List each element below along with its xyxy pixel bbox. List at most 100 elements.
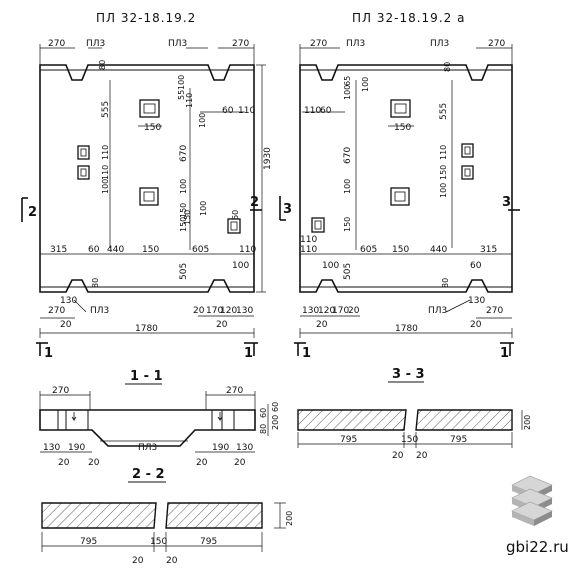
r-cut-mark-3: 3 <box>502 195 511 210</box>
s2-dim-795-right: 795 <box>200 537 217 547</box>
s1-dim-130-right: 130 <box>236 443 253 453</box>
dim-150-h-a: 150 <box>142 245 159 255</box>
r-cut-mark-1-right: 1 <box>500 346 509 361</box>
plan-left-holes <box>77 99 241 234</box>
s1-dim-200: 200 <box>271 415 280 430</box>
s3-dim-20-b: 20 <box>416 451 428 461</box>
r-dim-605: 605 <box>360 245 377 255</box>
plan-right: ПЛ 32-18.19.2 а 270 ПЛ3 ПЛ3 270 80 110 6… <box>294 11 520 361</box>
s3-dim-200: 200 <box>523 415 532 430</box>
dim-100-right-b: 100 <box>198 113 207 128</box>
r-dim-100-a: 100 <box>343 85 352 100</box>
s1-dim-270-left: 270 <box>52 386 69 396</box>
dim-120: 120 <box>220 306 237 316</box>
dim-100-left: 100 <box>101 179 110 194</box>
dim-150-h-c: 150 <box>183 210 192 225</box>
dim-670: 670 <box>179 145 189 162</box>
section-3-right-slab <box>415 409 513 431</box>
dim-270-top-left: 270 <box>48 39 65 49</box>
dim-20-bottom-b: 20 <box>193 306 205 316</box>
r-dim-100-d: 100 <box>322 261 339 271</box>
cut-mark-1-right: 1 <box>244 346 253 361</box>
r-dim-100-vb: 100 <box>439 183 448 198</box>
s3-dim-795-right: 795 <box>450 435 467 445</box>
r-dim-65: 65 <box>343 76 352 86</box>
s2-dim-795-left: 795 <box>80 537 97 547</box>
section-3-title: 3 - 3 <box>392 367 425 382</box>
dim-100-mid-a: 100 <box>179 179 188 194</box>
r-dim-80-bottom: 80 <box>441 278 450 288</box>
r-dim-170: 170 <box>332 306 349 316</box>
dim-270-bottom: 270 <box>48 306 65 316</box>
r-dim-315: 315 <box>480 245 497 255</box>
s1-dim-20-c: 20 <box>196 458 208 468</box>
r-dim-270-top-left: 270 <box>310 39 327 49</box>
r-dim-505: 505 <box>343 263 353 280</box>
dim-60-right: 60 <box>222 106 234 116</box>
s1-dim-20-d: 20 <box>234 458 246 468</box>
dim-110-right-a: 110 <box>185 93 194 108</box>
r-dim-150-a: 150 <box>439 165 448 180</box>
r-dim-20-bottom-c: 20 <box>470 320 482 330</box>
r-dim-110-h: 110 <box>300 235 317 245</box>
r-dim-20-bottom-b: 20 <box>348 306 360 316</box>
s2-dim-20-a: 20 <box>132 556 144 566</box>
r-dim-130-bottom-b: 130 <box>468 296 485 306</box>
dim-270-top-right: 270 <box>232 39 249 49</box>
s1-dim-270-right: 270 <box>226 386 243 396</box>
r-label-pl3-top-left: ПЛ3 <box>346 39 365 49</box>
section-3-3: 3 - 3 795 150 795 20 20 200 <box>297 367 532 461</box>
cut-mark-3: 3 <box>283 202 292 217</box>
section-2-title: 2 - 2 <box>132 467 165 482</box>
s1-label-pl3: ПЛ3 <box>138 443 157 453</box>
r-dim-130-bottom-a: 130 <box>302 306 319 316</box>
s3-dim-150: 150 <box>401 435 418 445</box>
dim-605: 605 <box>192 245 209 255</box>
s2-dim-20-b: 20 <box>166 556 178 566</box>
plan-right-title: ПЛ 32-18.19.2 а <box>352 11 465 25</box>
dim-150-mid-b: 150 <box>179 217 188 232</box>
r-dim-270-top-right: 270 <box>488 39 505 49</box>
r-dim-120: 120 <box>318 306 335 316</box>
r-dim-100-c: 100 <box>343 179 352 194</box>
s1-dim-20-b: 20 <box>88 458 100 468</box>
r-dim-270-bottom: 270 <box>486 306 503 316</box>
dim-505: 505 <box>179 263 189 280</box>
r-label-pl3-bottom: ПЛ3 <box>428 306 447 316</box>
s2-dim-200: 200 <box>285 511 294 526</box>
r-dim-100-b: 100 <box>361 77 370 92</box>
cut-mark-2: 2 <box>28 205 37 220</box>
dim-170: 170 <box>206 306 223 316</box>
r-dim-60-a: 60 <box>320 106 332 116</box>
s2-dim-150: 150 <box>150 537 167 547</box>
dim-20-bottom-a: 20 <box>60 320 72 330</box>
section-2-left-slab <box>41 502 157 529</box>
label-pl3-bottom: ПЛ3 <box>90 306 109 316</box>
dim-100-h: 100 <box>232 261 249 271</box>
section-1-profile <box>39 409 256 447</box>
watermark-logo: gbi22.ru <box>506 475 569 556</box>
dim-130-bottom-b: 130 <box>236 306 253 316</box>
dim-110-left-a: 110 <box>101 145 110 160</box>
s1-dim-80: 80 <box>259 424 268 434</box>
r-dim-110-a: 110 <box>304 106 321 116</box>
dim-80-top: 80 <box>98 60 107 70</box>
section-1-title: 1 - 1 <box>130 369 163 384</box>
dim-440: 440 <box>107 245 124 255</box>
r-label-pl3-top-right: ПЛ3 <box>430 39 449 49</box>
section-2-2: 2 - 2 795 150 795 20 20 200 <box>41 467 294 566</box>
dim-315: 315 <box>50 245 67 255</box>
section-1-1: 1 - 1 270 270 ПЛ3 130 190 20 20 20 190 1… <box>39 369 280 468</box>
plan-right-outline <box>299 64 513 293</box>
r-dim-80-top: 80 <box>443 62 452 72</box>
dim-150-h-b: 150 <box>144 123 161 133</box>
s1-dim-60-b: 60 <box>271 402 280 412</box>
plan-right-holes <box>311 99 474 233</box>
s1-dim-190-left: 190 <box>68 443 85 453</box>
dim-110-right-b: 110 <box>238 106 255 116</box>
dim-20-bottom-c: 20 <box>216 320 228 330</box>
r-dim-150-v: 150 <box>343 217 352 232</box>
s3-dim-20-a: 20 <box>392 451 404 461</box>
section-2-right-slab <box>165 502 263 529</box>
watermark-text: gbi22.ru <box>506 538 569 556</box>
